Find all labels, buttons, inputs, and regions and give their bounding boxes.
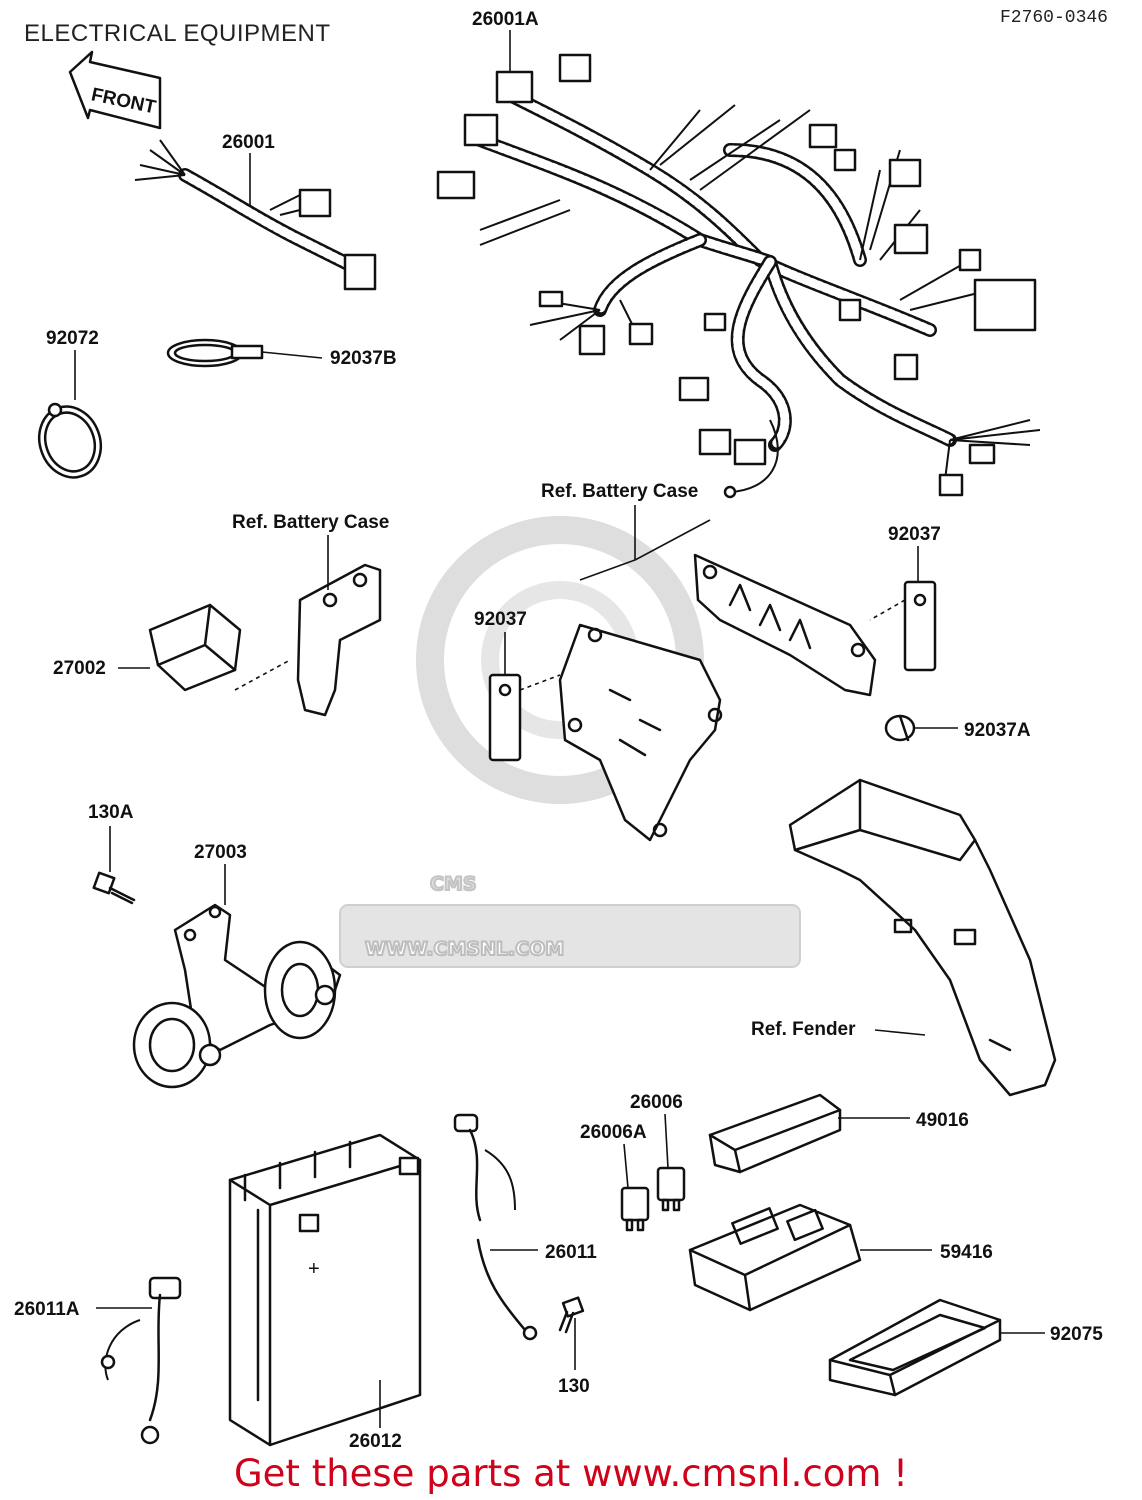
label-26011: 26011 <box>545 1242 597 1263</box>
leader-ref-battery-case-2 <box>579 505 711 581</box>
footer-promo-link[interactable]: Get these parts at www.cmsnl.com ! <box>233 1452 908 1495</box>
battery-26012: + <box>228 1133 422 1447</box>
leader-92037B <box>261 351 323 359</box>
label-92075: 92075 <box>1050 1324 1103 1345</box>
label-49016: 49016 <box>916 1110 969 1131</box>
battery-cable-26011 <box>453 1113 538 1341</box>
cable-tie-92037B <box>166 338 264 368</box>
label-92037B: 92037B <box>330 348 397 369</box>
fuse-cover-49016 <box>708 1093 842 1174</box>
label-26012: 26012 <box>349 1431 402 1452</box>
label-26001: 26001 <box>222 132 275 153</box>
bolt-130 <box>558 1296 585 1334</box>
leader-26006 <box>664 1113 669 1169</box>
battery-case-plate <box>558 623 723 842</box>
label-26001A: 26001A <box>472 9 539 30</box>
label-26006A: 26006A <box>580 1122 647 1143</box>
rear-fender <box>788 778 1057 1097</box>
label-ref-battery-case-1: Ref. Battery Case <box>232 512 389 533</box>
clip-92037A <box>884 714 916 742</box>
label-92037A: 92037A <box>964 720 1031 741</box>
relay-27002 <box>148 603 291 692</box>
label-130: 130 <box>558 1376 590 1397</box>
label-ref-battery-case-2: Ref. Battery Case <box>541 481 698 502</box>
label-26006: 26006 <box>630 1092 683 1113</box>
label-ref-fender: Ref. Fender <box>751 1019 856 1040</box>
leader-26006A <box>623 1143 629 1189</box>
sub-wiring-harness <box>134 139 377 291</box>
horn-27003 <box>132 903 342 1089</box>
fuse-26006 <box>656 1166 686 1212</box>
battery-case-bracket-left <box>296 563 382 717</box>
main-wiring-harness <box>436 53 1041 499</box>
page-title: ELECTRICAL EQUIPMENT <box>24 20 331 47</box>
fuse-26006A <box>620 1186 650 1232</box>
battery-case-tray <box>693 553 877 697</box>
battery-terminal-positive: + <box>308 1258 320 1280</box>
label-130A: 130A <box>88 802 134 823</box>
ground-cable-26011A <box>100 1276 182 1445</box>
label-27002: 27002 <box>53 658 106 679</box>
front-direction-arrow: FRONT <box>68 50 162 130</box>
watermark-brand: CMS <box>430 873 477 895</box>
fuse-box-59416 <box>688 1203 862 1312</box>
label-92037-a: 92037 <box>474 609 527 630</box>
diagram-reference-code: F2760-0346 <box>999 8 1108 28</box>
strap-92037-b <box>869 580 937 672</box>
bolt-130A <box>92 871 136 905</box>
watermark-url: WWW.CMSNL.COM <box>365 938 564 960</box>
pad-92075 <box>828 1298 1002 1397</box>
label-26011A: 26011A <box>14 1299 80 1320</box>
leader-ref-fender <box>874 1029 926 1036</box>
label-27003: 27003 <box>194 842 247 863</box>
label-59416: 59416 <box>940 1242 993 1263</box>
label-92072: 92072 <box>46 328 99 349</box>
label-92037-b: 92037 <box>888 524 941 545</box>
band-92072 <box>37 402 103 479</box>
